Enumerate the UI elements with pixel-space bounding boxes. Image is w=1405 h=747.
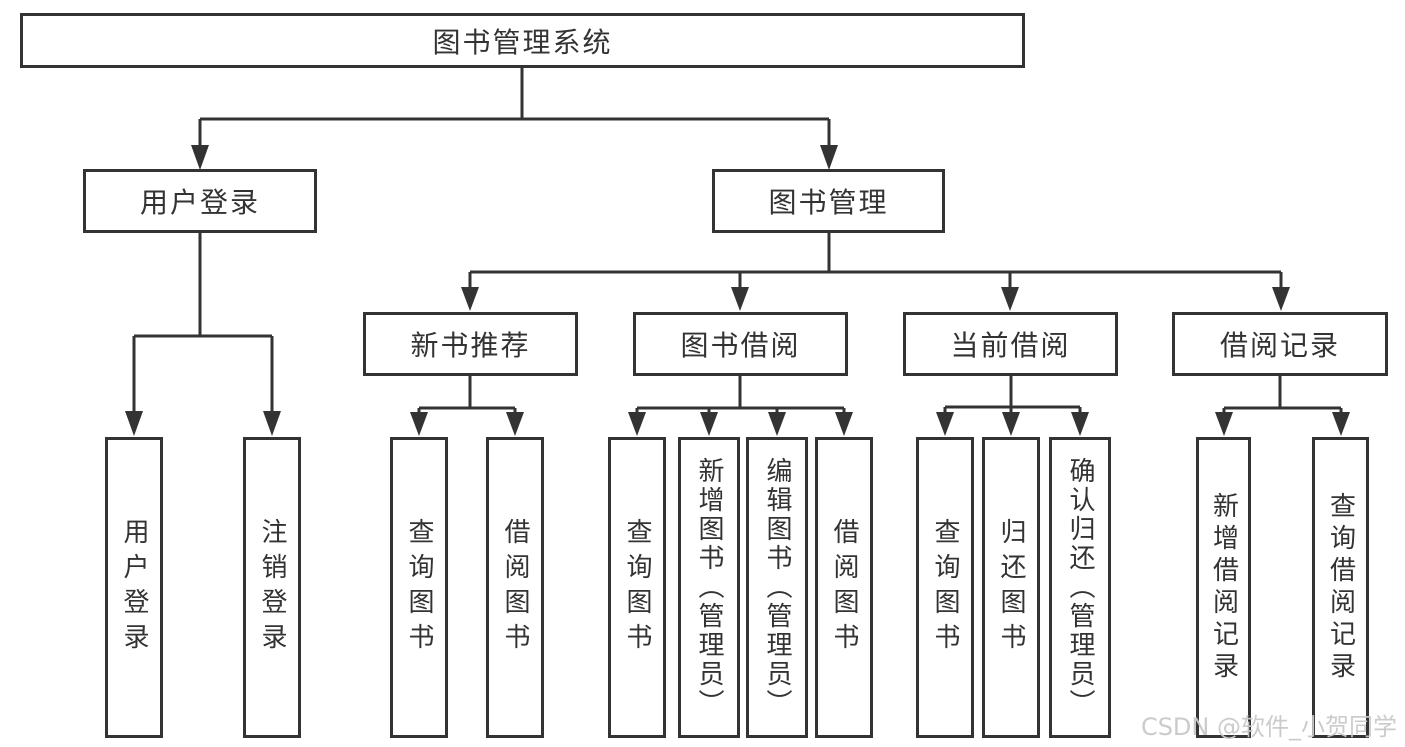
tree-edges [134,66,1341,410]
node-root: 图书管理系统 [20,13,1025,68]
leaf-confirm-return-admin: 确认归还（管理员） [1049,437,1111,738]
leaf-edit-books-admin-label: 编辑图书（管理员） [763,457,792,718]
leaf-return-books: 归还图书 [982,437,1040,738]
leaf-edit-books-admin: 编辑图书（管理员） [746,437,808,738]
node-current-borrow-label: 当前借阅 [950,331,1071,362]
leaf-query-books-2: 查询图书 [608,437,666,738]
leaf-add-books-admin: 新增图书（管理员） [678,437,740,738]
leaf-query-books-2-label: 查询图书 [623,517,652,658]
leaf-query-borrow-record: 查询借阅记录 [1312,437,1369,738]
node-user-login: 用户登录 [83,169,317,233]
leaf-borrow-books-2-label: 借阅图书 [830,517,859,658]
node-borrow-records: 借阅记录 [1172,312,1388,376]
leaf-query-books-1-label: 查询图书 [405,517,434,658]
node-borrow-records-label: 借阅记录 [1219,331,1340,362]
leaf-query-borrow-record-label: 查询借阅记录 [1326,491,1356,684]
leaf-user-login-label: 用户登录 [120,517,149,658]
node-root-label: 图书管理系统 [432,27,613,59]
leaf-logout: 注销登录 [243,437,301,738]
csdn-watermark: CSDN @软件_小贺同学 [1140,713,1397,741]
leaf-user-login: 用户登录 [105,437,163,738]
node-book-management-label: 图书管理 [768,188,889,219]
leaf-add-borrow-record: 新增借阅记录 [1196,437,1251,738]
leaf-return-books-label: 归还图书 [997,517,1026,658]
leaf-confirm-return-admin-label: 确认归还（管理员） [1066,457,1095,718]
leaf-logout-label: 注销登录 [258,517,287,658]
node-book-borrow: 图书借阅 [633,312,848,376]
leaf-add-borrow-record-label: 新增借阅记录 [1209,491,1239,684]
node-current-borrow: 当前借阅 [903,312,1118,376]
leaf-query-books-1: 查询图书 [390,437,448,738]
node-new-book-recommend-label: 新书推荐 [410,331,531,362]
leaf-borrow-books-1-label: 借阅图书 [501,517,530,658]
arrow-heads [125,145,1350,436]
leaf-query-books-3-label: 查询图书 [931,517,960,658]
node-new-book-recommend: 新书推荐 [363,312,578,376]
leaf-add-books-admin-label: 新增图书（管理员） [695,457,724,718]
node-book-management: 图书管理 [712,169,945,233]
node-book-borrow-label: 图书借阅 [680,331,801,362]
leaf-borrow-books-1: 借阅图书 [486,437,544,738]
leaf-query-books-3: 查询图书 [916,437,974,738]
node-user-login-label: 用户登录 [139,188,260,219]
leaf-borrow-books-2: 借阅图书 [815,437,873,738]
